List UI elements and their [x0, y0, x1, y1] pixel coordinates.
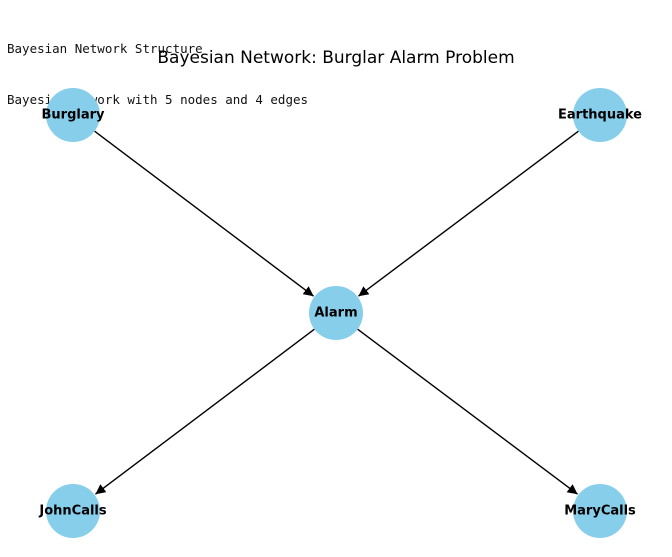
nodes-layer: Burglary Earthquake Alarm JohnCalls Mary… [38, 88, 642, 538]
node-label-burglary: Burglary [42, 108, 106, 123]
node-circle-johncalls [46, 484, 100, 538]
node-earthquake: Earthquake [558, 88, 642, 142]
node-circle-burglary [46, 88, 100, 142]
edge-earthquake-alarm [357, 130, 579, 297]
diagram-title: Bayesian Network: Burglar Alarm Problem [157, 48, 515, 68]
node-circle-marycalls [573, 484, 627, 538]
node-label-johncalls: JohnCalls [38, 504, 107, 519]
node-marycalls: MaryCalls [564, 484, 636, 538]
node-label-marycalls: MaryCalls [564, 504, 636, 519]
node-alarm: Alarm [309, 286, 363, 340]
edge-burglary-alarm [94, 130, 315, 297]
edges-layer [94, 130, 579, 495]
edge-alarm-marycalls [357, 328, 579, 495]
node-johncalls: JohnCalls [38, 484, 107, 538]
node-circle-earthquake [573, 88, 627, 142]
node-label-alarm: Alarm [314, 306, 357, 321]
edge-alarm-johncalls [94, 328, 315, 495]
node-burglary: Burglary [42, 88, 106, 142]
console-line-structure: Bayesian Network Structure [7, 41, 203, 56]
node-circle-alarm [309, 286, 363, 340]
node-label-earthquake: Earthquake [558, 108, 642, 123]
